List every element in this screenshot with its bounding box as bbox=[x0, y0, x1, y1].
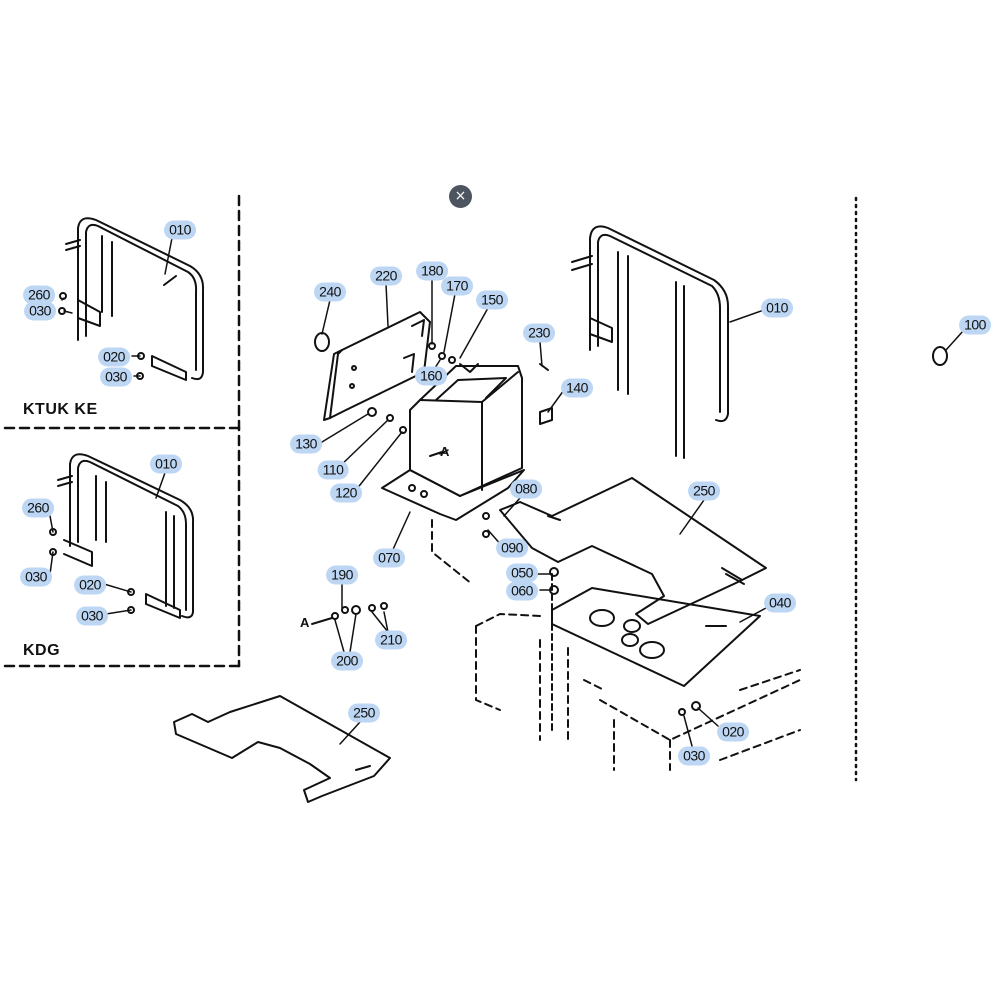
callout-010[interactable]: 010 bbox=[761, 298, 793, 318]
variant-separators bbox=[3, 194, 241, 668]
detail-marker-a-console: A bbox=[440, 444, 450, 459]
detail-marker-a-hardware: A bbox=[300, 615, 310, 630]
console-box bbox=[381, 363, 553, 521]
callout-260[interactable]: 260 bbox=[22, 498, 54, 518]
floor-plate bbox=[551, 573, 761, 731]
callout-080[interactable]: 080 bbox=[510, 479, 542, 499]
hardware-small bbox=[367, 342, 456, 457]
callout-020[interactable]: 020 bbox=[74, 575, 106, 595]
cover-panel bbox=[314, 311, 431, 421]
callout-180[interactable]: 180 bbox=[416, 261, 448, 281]
callout-060[interactable]: 060 bbox=[506, 581, 538, 601]
callout-240[interactable]: 240 bbox=[314, 282, 346, 302]
callout-220[interactable]: 220 bbox=[370, 266, 402, 286]
callout-030[interactable]: 030 bbox=[100, 367, 132, 387]
callout-020[interactable]: 020 bbox=[98, 347, 130, 367]
callout-140[interactable]: 140 bbox=[561, 378, 593, 398]
callout-030[interactable]: 030 bbox=[20, 567, 52, 587]
callout-090[interactable]: 090 bbox=[496, 538, 528, 558]
callout-100[interactable]: 100 bbox=[959, 315, 991, 335]
callout-260[interactable]: 260 bbox=[23, 285, 55, 305]
callout-050[interactable]: 050 bbox=[506, 563, 538, 583]
callout-120[interactable]: 120 bbox=[330, 483, 362, 503]
callout-170[interactable]: 170 bbox=[441, 276, 473, 296]
callout-200[interactable]: 200 bbox=[331, 651, 363, 671]
callout-030[interactable]: 030 bbox=[24, 301, 56, 321]
variant-label-ktuk: KTUK KE bbox=[23, 401, 98, 418]
callout-020[interactable]: 020 bbox=[717, 722, 749, 742]
callout-110[interactable]: 110 bbox=[317, 460, 349, 480]
guard-frame-main bbox=[571, 225, 729, 459]
callout-030[interactable]: 030 bbox=[678, 746, 710, 766]
callout-040[interactable]: 040 bbox=[764, 593, 796, 613]
bolts-lower bbox=[482, 512, 701, 716]
callout-160[interactable]: 160 bbox=[415, 366, 447, 386]
leader-lines bbox=[49, 237, 965, 747]
machine-body bbox=[431, 519, 801, 771]
guard-frame-kdg bbox=[49, 453, 195, 619]
callout-190[interactable]: 190 bbox=[326, 565, 358, 585]
callout-150[interactable]: 150 bbox=[476, 290, 508, 310]
callout-130[interactable]: 130 bbox=[290, 434, 322, 454]
callout-250[interactable]: 250 bbox=[348, 703, 380, 723]
callout-070[interactable]: 070 bbox=[373, 548, 405, 568]
guard-frame-ktuk bbox=[58, 217, 205, 381]
floor-mat-lower bbox=[173, 695, 391, 803]
callout-230[interactable]: 230 bbox=[523, 323, 555, 343]
callout-250[interactable]: 250 bbox=[688, 481, 720, 501]
washer-part bbox=[932, 346, 948, 366]
callout-210[interactable]: 210 bbox=[375, 630, 407, 650]
detail-a-hardware bbox=[311, 602, 388, 625]
callout-010[interactable]: 010 bbox=[150, 454, 182, 474]
close-button[interactable]: × bbox=[449, 185, 472, 208]
callout-030[interactable]: 030 bbox=[76, 606, 108, 626]
variant-label-kdg: KDG bbox=[23, 642, 61, 659]
callout-010[interactable]: 010 bbox=[164, 220, 196, 240]
floor-mat-upper bbox=[499, 477, 767, 625]
